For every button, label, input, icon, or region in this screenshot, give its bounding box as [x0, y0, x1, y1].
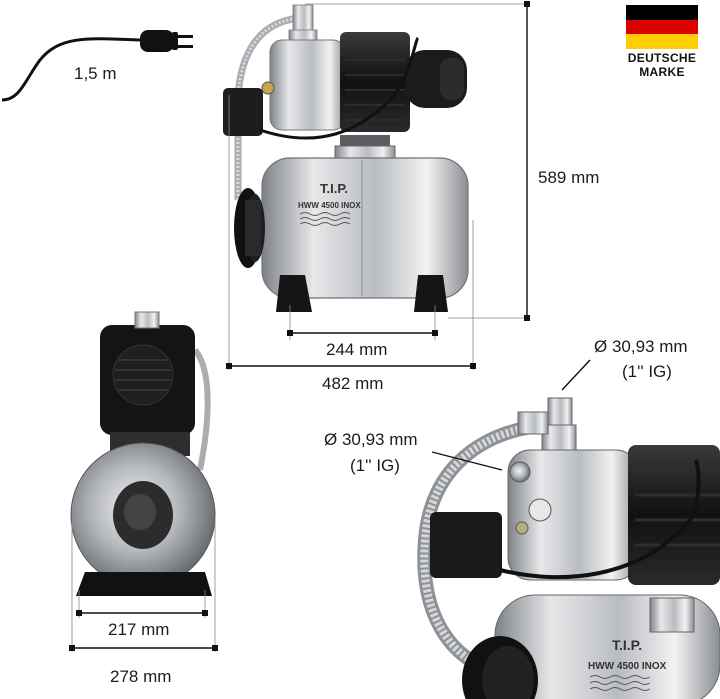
height-dimension: 589 mm [538, 168, 600, 187]
power-cable [1, 37, 141, 102]
flag-stripe-black [626, 5, 698, 20]
closeup-pump: T.I.P. HWW 4500 INOX [417, 397, 720, 699]
inlet-thread-label: (1'' IG) [350, 456, 400, 475]
cable-length-label: 1,5 m [74, 64, 117, 83]
tank-brand: T.I.P. [320, 181, 348, 196]
flag-stripe-red [626, 19, 698, 35]
total-width-dimension: 482 mm [322, 374, 384, 393]
plug-icon [140, 30, 193, 52]
outlet-thread-label: (1'' IG) [622, 362, 672, 381]
flag-stripe-gold [626, 34, 698, 49]
main-pump: T.I.P. HWW 4500 INOX [223, 4, 469, 312]
side-pump [70, 311, 216, 596]
closeup-model: HWW 4500 INOX [588, 661, 667, 672]
tank-model: HWW 4500 INOX [298, 201, 361, 210]
dimension-endpoints [69, 1, 530, 651]
dimension-lines [71, 3, 591, 652]
base-width-dimension: 244 mm [326, 340, 388, 359]
deutsche-marke-badge: DEUTSCHE MARKE [620, 51, 704, 79]
closeup-brand: T.I.P. [612, 637, 642, 653]
side-total-dimension: 278 mm [110, 667, 172, 686]
inlet-size-label: Ø 30,93 mm [324, 430, 418, 449]
badge-line-1: DEUTSCHE [627, 51, 697, 65]
outlet-size-label: Ø 30,93 mm [594, 337, 688, 356]
german-flag-icon [626, 5, 698, 49]
badge-line-2: MARKE [639, 65, 685, 79]
side-base-dimension: 217 mm [108, 620, 170, 639]
